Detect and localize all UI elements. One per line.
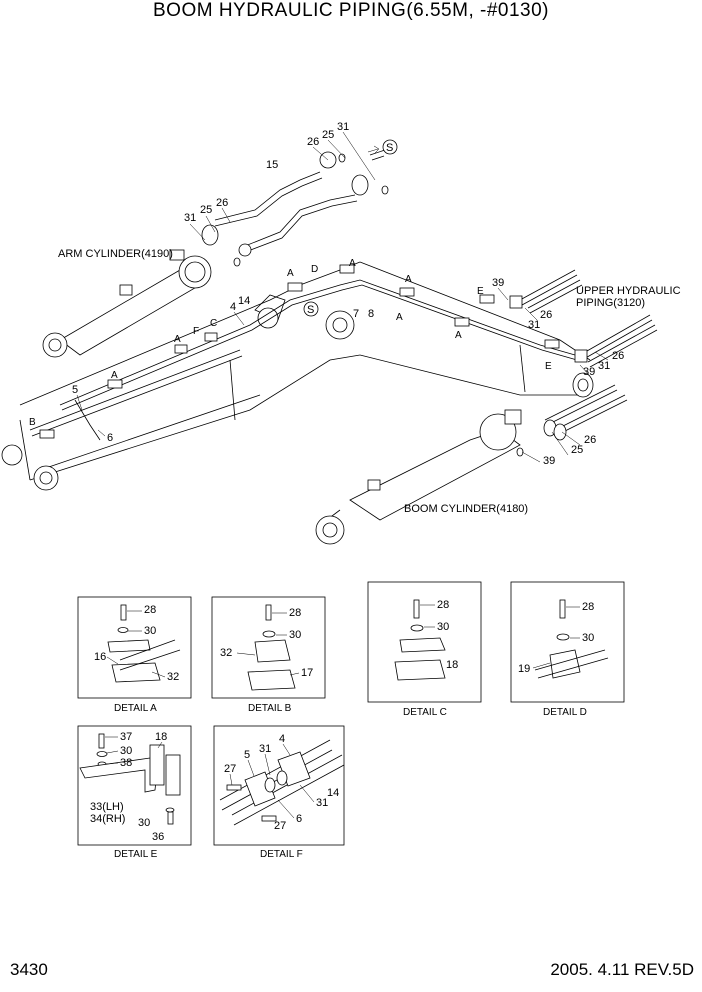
upper-hydraulic-label-2: PIPING(3120) xyxy=(576,297,645,309)
part-number: 8 xyxy=(368,308,374,320)
callout-letter: F xyxy=(193,326,199,337)
part-number: 31 xyxy=(316,797,328,809)
part-number: 6 xyxy=(107,432,113,444)
part-number: 30 xyxy=(138,817,150,829)
hose-assembly-drawing xyxy=(201,149,389,267)
boom-cylinder-label: BOOM CYLINDER(4180) xyxy=(404,503,528,515)
part-number: 31 xyxy=(598,360,610,372)
part-number: 30 xyxy=(582,632,594,644)
detail-a: 28 30 16 32 DETAIL A xyxy=(77,596,192,714)
part-number: 30 xyxy=(120,745,132,757)
callout-letter: A xyxy=(405,274,412,285)
arm-cylinder-label: ARM CYLINDER(4190) xyxy=(58,248,173,260)
detail-e: 37 30 38 18 33(LH) 34(RH) 30 36 DETAIL E xyxy=(77,725,192,860)
part-number: 39 xyxy=(492,277,504,289)
part-number: 31 xyxy=(259,743,271,755)
part-number: 5 xyxy=(244,749,250,761)
s-marker-circle-2 xyxy=(303,301,319,317)
s-marker-circle xyxy=(382,139,398,155)
part-number: 30 xyxy=(437,621,449,633)
boom-cylinder-drawing xyxy=(315,384,628,545)
callout-letter: A xyxy=(455,330,462,341)
callout-letter: A xyxy=(287,268,294,279)
part-number: 36 xyxy=(152,831,164,843)
part-number: 28 xyxy=(437,599,449,611)
part-number: 30 xyxy=(289,629,301,641)
part-number: 26 xyxy=(540,309,552,321)
part-number: 32 xyxy=(220,647,232,659)
part-number: 27 xyxy=(274,820,286,832)
detail-caption: DETAIL A xyxy=(114,703,157,714)
detail-f: 4 31 5 27 6 31 14 27 DETAIL F xyxy=(213,725,345,860)
upper-hoses-drawing xyxy=(509,269,658,368)
callout-letter: E xyxy=(477,286,484,297)
callout-letter: D xyxy=(311,264,318,275)
detail-d: 28 30 19 DETAIL D xyxy=(510,581,625,718)
revision-label: 2005. 4.11 REV.5D xyxy=(550,960,694,979)
part-number: 15 xyxy=(266,159,278,171)
part-number: 19 xyxy=(518,663,530,675)
part-number: 27 xyxy=(224,763,236,775)
boom-drawing xyxy=(1,261,594,491)
part-number: 28 xyxy=(144,604,156,616)
part-number: 17 xyxy=(301,667,313,679)
main-part-numbers: 31 25 26 15 31 25 26 4 14 7 8 5 6 39 26 … xyxy=(72,121,624,467)
part-number: 25 xyxy=(200,204,212,216)
callout-letter: E xyxy=(545,361,552,372)
part-number: 31 xyxy=(184,212,196,224)
leader-lines xyxy=(76,131,609,463)
part-number: 4 xyxy=(230,301,236,313)
part-number: 33(LH) xyxy=(90,801,124,813)
part-number: 32 xyxy=(167,671,179,683)
callout-letter: A xyxy=(349,258,356,269)
page-title: BOOM HYDRAULIC PIPING(6.55M, -#0130) xyxy=(153,0,549,21)
part-number: 5 xyxy=(72,384,78,396)
detail-c: 28 30 18 DETAIL C xyxy=(367,581,482,718)
part-number: 4 xyxy=(279,733,285,745)
detail-caption: DETAIL F xyxy=(260,849,303,860)
part-number: 18 xyxy=(446,659,458,671)
part-number: 28 xyxy=(582,601,594,613)
s-marker-label-2: S xyxy=(307,304,314,316)
callout-letter: C xyxy=(210,318,217,329)
callout-letter: B xyxy=(29,417,36,428)
part-number: 16 xyxy=(94,651,106,663)
detail-b: 28 30 32 17 DETAIL B xyxy=(211,596,326,714)
callout-letter: A xyxy=(111,370,118,381)
detail-caption: DETAIL B xyxy=(248,703,292,714)
part-number: 31 xyxy=(528,319,540,331)
part-number: 14 xyxy=(327,787,339,799)
part-number: 6 xyxy=(296,813,302,825)
part-number: 30 xyxy=(144,625,156,637)
part-number: 14 xyxy=(238,295,250,307)
part-number: 18 xyxy=(155,731,167,743)
part-number: 25 xyxy=(571,444,583,456)
page-number: 3430 xyxy=(10,960,48,979)
detail-caption: DETAIL D xyxy=(543,707,587,718)
part-number: 28 xyxy=(289,607,301,619)
detail-caption: DETAIL C xyxy=(403,707,447,718)
part-number: 7 xyxy=(353,308,359,320)
callout-letter: A xyxy=(396,312,403,323)
part-number: 31 xyxy=(337,121,349,133)
part-number: 38 xyxy=(120,757,132,769)
part-number: 34(RH) xyxy=(90,813,125,825)
s-marker-label: S xyxy=(386,142,393,154)
part-number: 26 xyxy=(612,350,624,362)
arm-cylinder-drawing xyxy=(42,249,212,358)
callout-letter: A xyxy=(174,334,181,345)
part-number: 26 xyxy=(216,197,228,209)
part-number: 39 xyxy=(583,366,595,378)
part-number: 26 xyxy=(584,434,596,446)
detail-callouts: A D A A E A A A C F A B E xyxy=(29,258,552,428)
part-number: 25 xyxy=(322,129,334,141)
upper-hydraulic-label-1: UPPER HYDRAULIC xyxy=(576,285,681,297)
parts-diagram: S S ARM CYLINDER(4190) BOOM CYLINDER(418… xyxy=(1,121,681,860)
part-number: 37 xyxy=(120,731,132,743)
part-number: 26 xyxy=(307,136,319,148)
detail-caption: DETAIL E xyxy=(114,849,158,860)
part-number: 39 xyxy=(543,455,555,467)
